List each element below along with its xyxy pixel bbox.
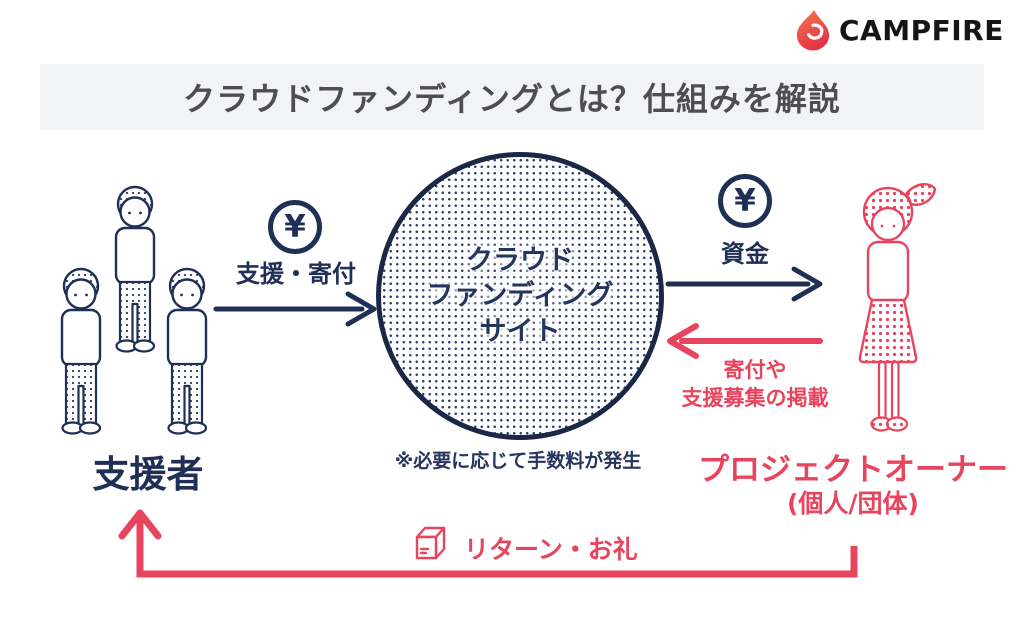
platform-name: クラウド ファンディング サイト xyxy=(426,244,614,347)
package-icon xyxy=(415,526,446,560)
funds-flow-label: 資金 xyxy=(721,240,769,268)
brand-name: CAMPFIRE xyxy=(839,13,1004,47)
listing-arrow xyxy=(667,323,823,359)
campfire-logo: CAMPFIRE xyxy=(794,8,1004,52)
platform-circle: クラウド ファンディング サイト xyxy=(376,152,664,440)
funds-arrow xyxy=(665,266,823,302)
supporter-figure-back xyxy=(114,185,156,353)
owner-label: プロジェクトオーナー (個人/団体) xyxy=(686,452,1020,518)
supporters-figures xyxy=(60,185,208,435)
yen-coin-icon-funds: ¥ xyxy=(718,174,772,228)
page-title: クラウドファンディングとは？仕組みを解説 xyxy=(183,80,841,118)
yen-coin-icon-support: ¥ xyxy=(268,200,322,254)
flame-icon xyxy=(796,10,830,51)
support-flow-label: 支援・寄付 xyxy=(236,260,356,288)
owner-sublabel: (個人/団体) xyxy=(787,488,919,518)
supporters-label: 支援者 xyxy=(92,453,204,496)
supporter-figure-right xyxy=(166,267,208,435)
title-banner: クラウドファンディングとは？仕組みを解説 xyxy=(40,64,984,130)
returns-flow-label: リターン・お礼 xyxy=(464,535,638,564)
supporter-figure-left xyxy=(60,267,102,435)
platform-fee-note: ※必要に応じて手数料が発生 xyxy=(394,450,642,472)
listing-flow-label: 寄付や 支援募集の掲載 xyxy=(681,358,829,410)
support-arrow xyxy=(213,291,377,327)
